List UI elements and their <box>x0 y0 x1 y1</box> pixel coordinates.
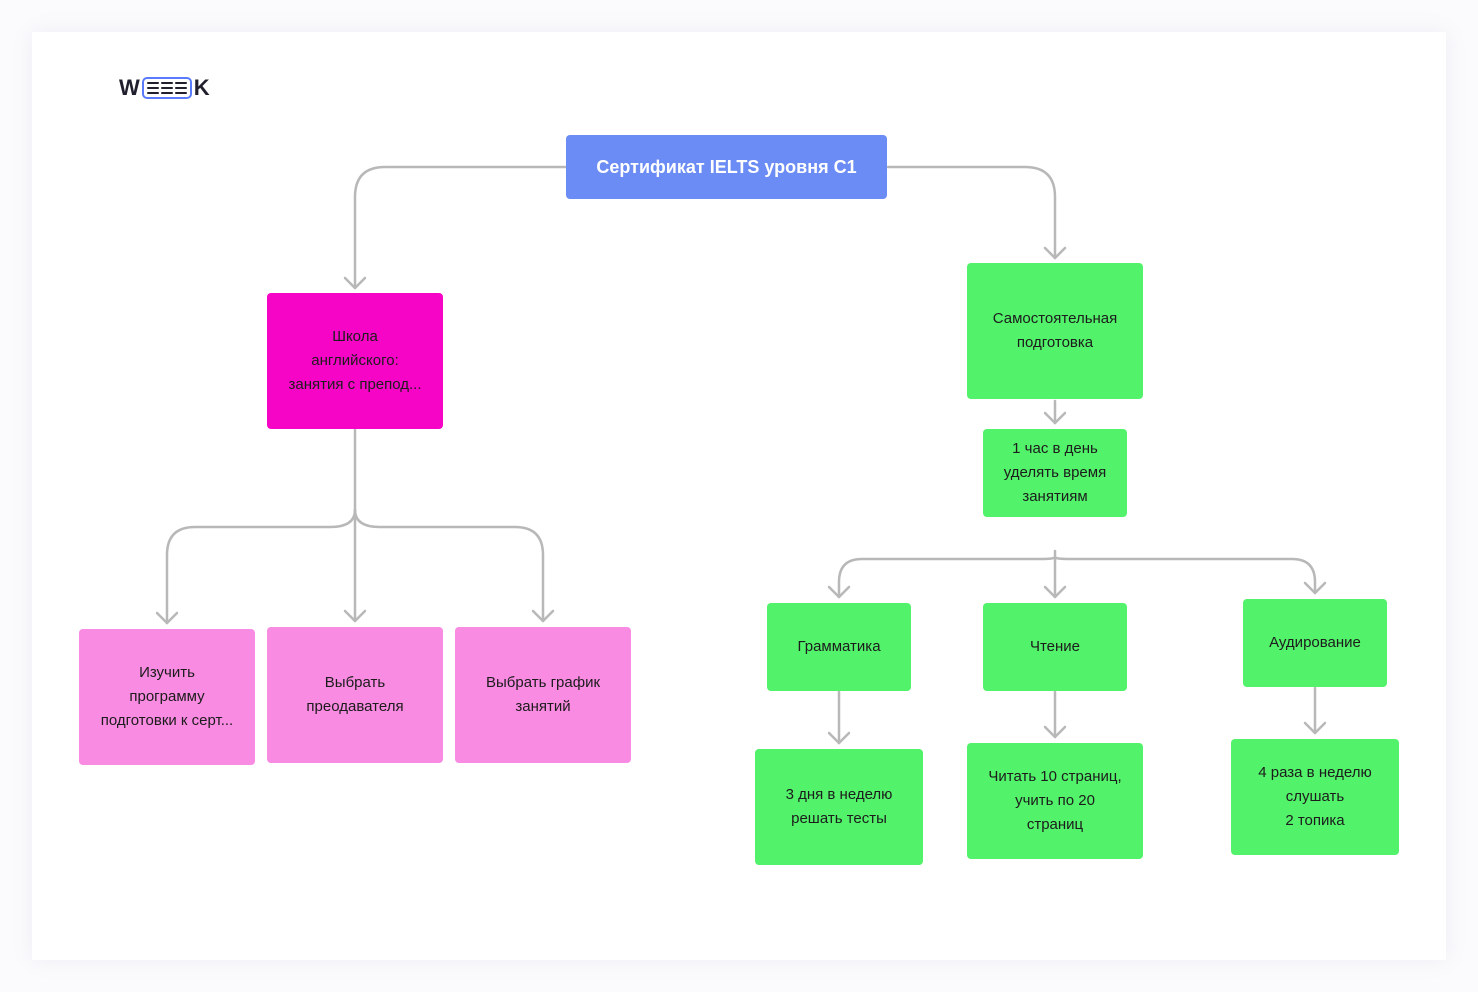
weeek-logo: W K <box>119 76 210 100</box>
node-reading-label: Чтение <box>1029 638 1081 655</box>
arrowhead-reading <box>1043 585 1067 599</box>
node-grammar[interactable]: Грамматика <box>767 603 911 691</box>
node-choose-teacher[interactable]: Выбрать преодавателя <box>267 627 443 763</box>
arrowhead-self-study <box>1043 246 1067 260</box>
node-grammar-task[interactable]: 3 дня в неделю решать тесты <box>755 749 923 865</box>
node-listening[interactable]: Аудирование <box>1243 599 1387 687</box>
arrowhead-reading-task <box>1043 725 1067 739</box>
node-listening-task-label: 4 раза в неделю слушать 2 топика <box>1258 764 1372 829</box>
node-reading-task[interactable]: Читать 10 страниц, учить по 20 страниц <box>967 743 1143 859</box>
node-grammar-label: Грамматика <box>797 638 881 655</box>
arrowhead-listening <box>1303 581 1327 595</box>
root-node-ielts-certificate[interactable]: Сертификат IELTS уровня С1 <box>566 135 887 199</box>
node-daily-hour-label: 1 час в день уделять время занятиям <box>1003 440 1107 505</box>
edge-school-right-branch <box>353 508 545 623</box>
node-listening-label: Аудирование <box>1269 634 1361 651</box>
edge-daily-right-branch <box>1053 555 1317 595</box>
node-english-school[interactable]: Школа английского: занятия с препод... <box>267 293 443 429</box>
node-choose-schedule-label: Выбрать график занятий <box>485 674 601 715</box>
logo-letter-w: W <box>119 75 140 100</box>
node-listening-task[interactable]: 4 раза в неделю слушать 2 топика <box>1231 739 1399 855</box>
node-self-study[interactable]: Самостоятельная подготовка <box>967 263 1143 399</box>
node-english-school-label: Школа английского: занятия с препод... <box>288 328 422 393</box>
edge-daily-left-branch <box>837 555 1057 599</box>
node-reading[interactable]: Чтение <box>983 603 1127 691</box>
logo-eee-mark <box>141 77 192 99</box>
node-reading-task-label: Читать 10 страниц, учить по 20 страниц <box>988 768 1122 833</box>
arrowhead-choose-teacher <box>343 609 367 623</box>
edge-school-left-branch <box>165 508 357 625</box>
root-node-label: Сертификат IELTS уровня С1 <box>596 157 857 177</box>
arrowhead-study-program <box>155 611 179 625</box>
arrowhead-grammar <box>827 585 851 599</box>
node-self-study-label: Самостоятельная подготовка <box>992 310 1118 351</box>
logo-letter-k: K <box>193 75 210 100</box>
arrowhead-listening-task <box>1303 721 1327 735</box>
arrowhead-daily-hour <box>1043 411 1067 425</box>
node-grammar-task-label: 3 дня в неделю решать тесты <box>785 786 893 827</box>
edge-root-school <box>353 165 568 290</box>
node-study-program-label: Изучить программу подготовки к серт... <box>100 664 234 729</box>
node-study-program[interactable]: Изучить программу подготовки к серт... <box>79 629 255 765</box>
arrowhead-choose-schedule <box>531 609 555 623</box>
arrowhead-school <box>343 276 367 290</box>
edge-root-self-study <box>886 165 1057 260</box>
arrowhead-grammar-task <box>827 731 851 745</box>
node-choose-teacher-label: Выбрать преодавателя <box>306 674 404 715</box>
node-choose-schedule[interactable]: Выбрать график занятий <box>455 627 631 763</box>
node-daily-hour[interactable]: 1 час в день уделять время занятиям <box>983 429 1127 517</box>
